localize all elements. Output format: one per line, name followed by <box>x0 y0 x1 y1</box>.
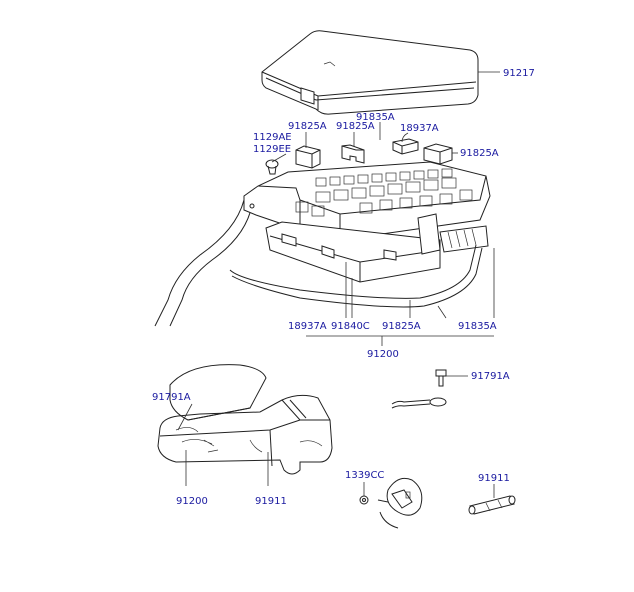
label-screw-1129ee: 1129EE <box>253 144 291 155</box>
fuse-91825a-left <box>295 145 321 169</box>
harness-cables <box>229 244 483 308</box>
label-screw-1129ae: 1129AE <box>253 132 292 143</box>
car-illustration <box>157 364 333 475</box>
label-fuse-91825a-3: 91825A <box>460 148 499 159</box>
label-car-91791a: 91791A <box>152 392 191 403</box>
label-car-91200: 91200 <box>176 496 208 507</box>
label-cover-91217: 91217 <box>503 68 535 79</box>
fuse-91911 <box>468 484 516 515</box>
label-fuse-91825a-2: 91825A <box>336 121 375 132</box>
screw-1129 <box>265 159 279 175</box>
fuse-relay-box <box>154 161 491 327</box>
label-car-91911: 91911 <box>255 496 287 507</box>
label-relay-18937a: 18937A <box>400 123 439 134</box>
leader-lines-top <box>271 71 500 163</box>
label-bottom-91835a: 91835A <box>458 321 497 332</box>
label-bolt-91791a: 91791A <box>471 371 510 382</box>
fuse-box-cover <box>261 30 479 115</box>
label-main-harness-91200: 91200 <box>367 349 399 360</box>
label-grommet-1339cc: 1339CC <box>345 470 384 481</box>
label-fuse-91825a-1: 91825A <box>288 121 327 132</box>
label-fuse-91911: 91911 <box>478 473 510 484</box>
label-fuse-91835a-top: 91835A <box>356 112 395 123</box>
ground-wire <box>391 397 447 409</box>
label-bottom-18937a: 18937A <box>288 321 327 332</box>
label-bottom-91840c: 91840C <box>331 321 370 332</box>
relay-18937a <box>392 138 419 155</box>
fuse-91825a-middle <box>341 144 365 164</box>
grommet-1339cc <box>359 477 423 529</box>
callout-bracket <box>306 248 495 346</box>
car-leader-lines <box>177 403 269 486</box>
bolt-91791a <box>435 369 468 387</box>
label-bottom-91825a: 91825A <box>382 321 421 332</box>
fuse-91825a-right <box>423 143 453 165</box>
